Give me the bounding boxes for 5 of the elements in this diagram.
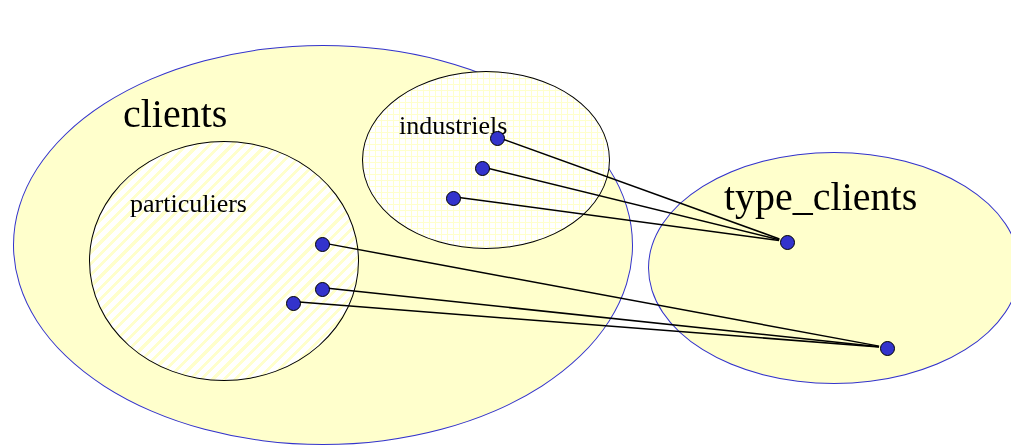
set-label: industriels — [399, 110, 509, 142]
set-label: particuliers — [130, 188, 247, 220]
set-label: type_clients — [724, 173, 918, 221]
connector-line — [458, 196, 780, 242]
set-label: clients — [123, 90, 228, 138]
